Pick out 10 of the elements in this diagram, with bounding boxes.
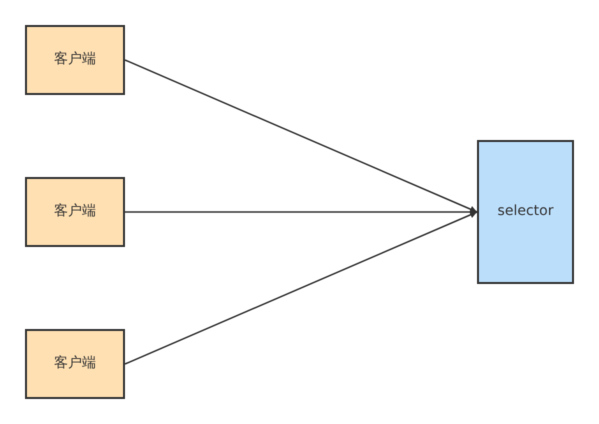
client-box <box>25 177 125 247</box>
node-label: 客户端 <box>54 355 96 373</box>
node-label: selector <box>498 203 554 221</box>
node-label: 客户端 <box>54 51 96 69</box>
arrow <box>124 59 478 213</box>
node-label: 客户端 <box>54 203 96 221</box>
client-box <box>25 25 125 95</box>
arrow <box>124 211 478 365</box>
client-box <box>25 329 125 399</box>
selector-box <box>477 140 574 284</box>
